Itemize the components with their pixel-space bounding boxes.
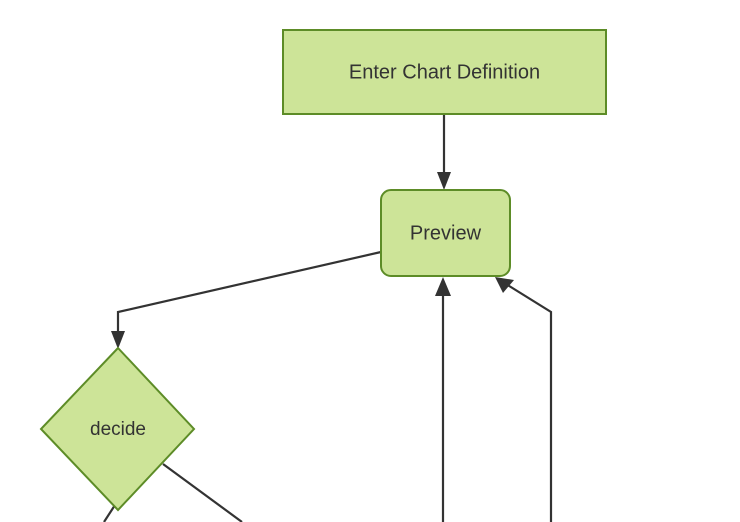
edge-preview-to-decide bbox=[111, 250, 382, 349]
arrowhead-icon bbox=[437, 172, 451, 190]
edge-decide-bottom-out bbox=[103, 504, 116, 522]
node-enter-chart-definition[interactable]: Enter Chart Definition bbox=[282, 29, 607, 115]
node-label-preview: Preview bbox=[410, 222, 482, 244]
edge-enter-to-preview bbox=[437, 114, 451, 190]
edge-line bbox=[162, 463, 243, 522]
node-label-decide: decide bbox=[90, 419, 146, 440]
edge-lower-left-to-preview bbox=[435, 277, 451, 522]
node-rect[interactable] bbox=[282, 29, 607, 115]
node-diamond[interactable] bbox=[39, 346, 196, 512]
node-preview[interactable]: Preview bbox=[380, 189, 511, 277]
arrowhead-icon bbox=[495, 277, 514, 293]
edge-line bbox=[103, 504, 116, 522]
arrowhead-icon bbox=[435, 277, 451, 296]
edge-line bbox=[505, 283, 553, 522]
arrowhead-icon bbox=[111, 331, 125, 349]
node-decide[interactable]: decide bbox=[39, 346, 196, 512]
edge-line bbox=[116, 250, 382, 338]
edge-lower-right-to-preview bbox=[495, 277, 553, 522]
node-rounded-rect[interactable] bbox=[380, 189, 511, 277]
edge-decide-right-out bbox=[162, 463, 243, 522]
node-label-enter-chart-definition: Enter Chart Definition bbox=[349, 61, 540, 83]
